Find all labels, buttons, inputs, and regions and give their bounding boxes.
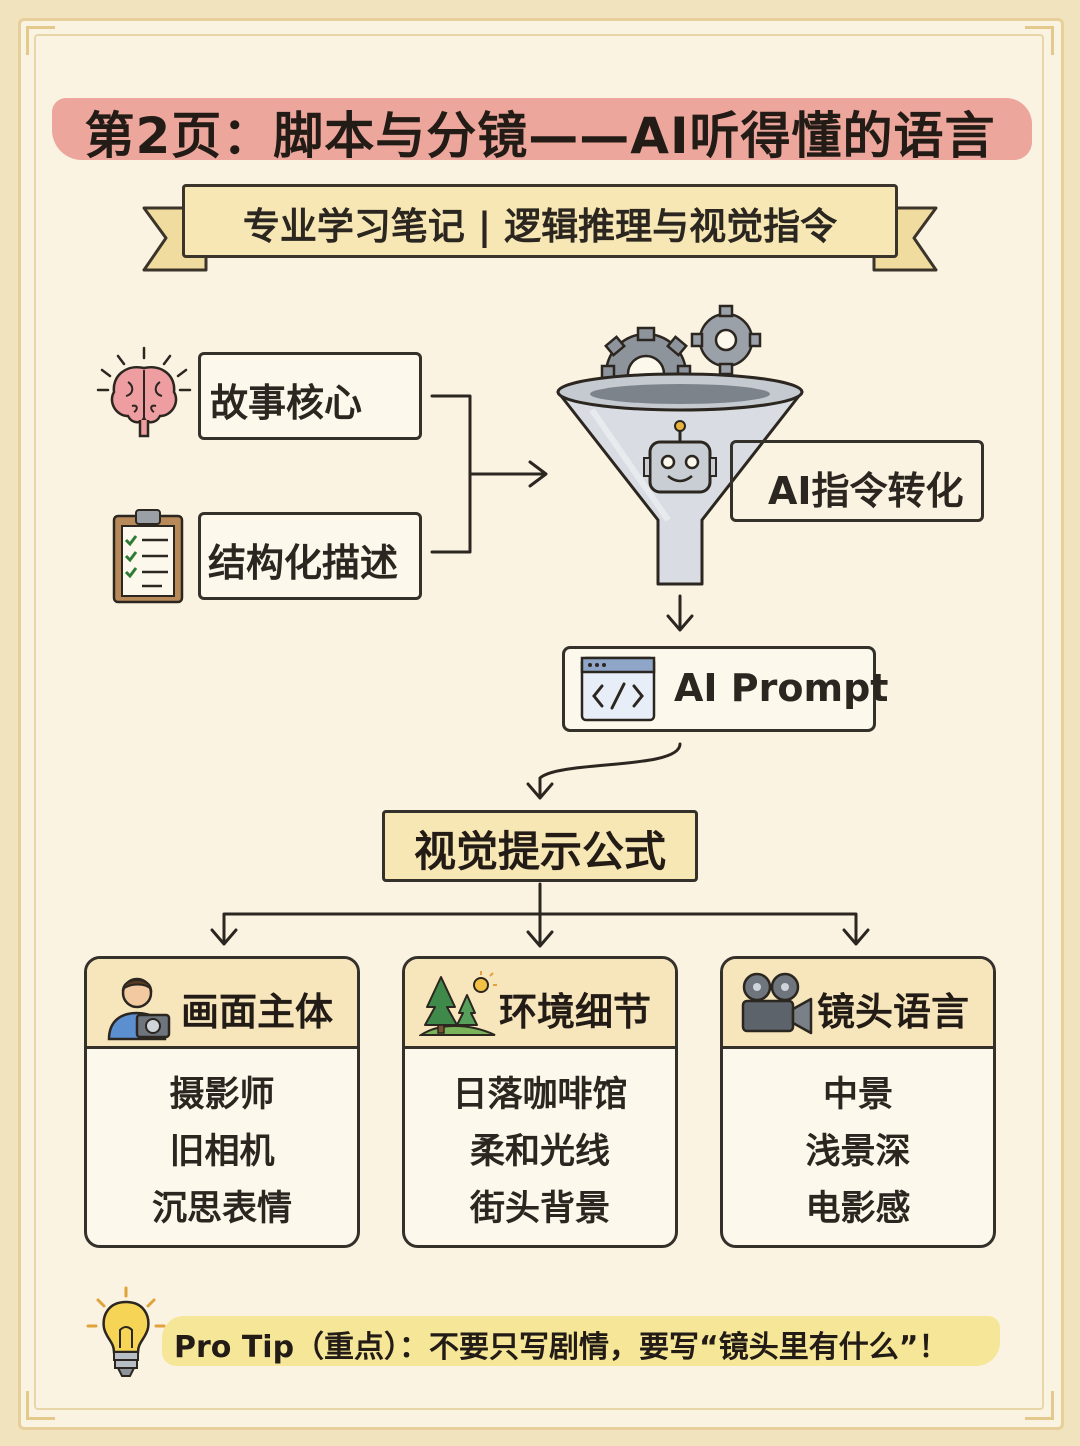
movie-camera-icon (741, 972, 813, 1035)
page-frame-inner (34, 34, 1044, 1410)
visual-formula-label: 视觉提示公式 (413, 827, 666, 876)
card-item: 沉思表情 (151, 1189, 292, 1229)
card-title: 镜头语言 (817, 990, 970, 1034)
card-header: 镜头语言 (723, 959, 993, 1049)
card-subject: 画面主体 摄影师 旧相机 沉思表情 (84, 956, 360, 1248)
card-item: 摄影师 (169, 1075, 275, 1115)
card-item: 中景 (822, 1075, 893, 1115)
title-highlight (52, 98, 1032, 160)
corner-ornament (1025, 1391, 1054, 1420)
pro-tip-text: Pro Tip（重点）：不要只写剧情，要写“镜头里有什么”！ (174, 1330, 949, 1365)
story-core-box (198, 352, 422, 440)
card-item: 浅景深 (805, 1132, 911, 1172)
card-item: 柔和光线 (469, 1132, 610, 1172)
card-environment: 环境细节 日落咖啡馆 柔和光线 街头背景 (402, 956, 678, 1248)
card-item: 旧相机 (169, 1132, 275, 1172)
visual-formula-box (382, 810, 698, 882)
structured-desc-box (198, 512, 422, 600)
card-title: 画面主体 (181, 990, 334, 1034)
card-camera-language: 镜头语言 中景 浅景深 电影感 (720, 956, 996, 1248)
brain-icon (96, 346, 192, 438)
card-title: 环境细节 (499, 990, 652, 1034)
corner-ornament (26, 26, 55, 55)
structured-desc-label: 结构化描述 (208, 541, 399, 585)
ai-conversion-box (730, 440, 984, 522)
ai-conversion-label: AI指令转化 (768, 469, 964, 513)
tip-highlight (162, 1316, 1000, 1366)
card-item: 电影感 (805, 1189, 911, 1229)
ai-prompt-label: AI Prompt (674, 666, 889, 710)
subtitle-ribbon (182, 184, 898, 258)
card-header: 环境细节 (405, 959, 675, 1049)
subtitle: 专业学习笔记 | 逻辑推理与视觉指令 (242, 205, 838, 248)
photographer-icon (107, 977, 171, 1041)
page-title: 第2页：脚本与分镜——AI听得懂的语言 (84, 107, 996, 165)
card-item: 街头背景 (469, 1189, 610, 1229)
code-window-icon (580, 656, 656, 722)
corner-ornament (1025, 26, 1054, 55)
landscape-icon (419, 971, 497, 1036)
clipboard-icon (112, 509, 184, 604)
card-header: 画面主体 (87, 959, 357, 1049)
corner-ornament (26, 1391, 55, 1420)
story-core-label: 故事核心 (210, 381, 363, 425)
lightbulb-icon (86, 1286, 166, 1377)
card-item: 日落咖啡馆 (452, 1075, 628, 1115)
